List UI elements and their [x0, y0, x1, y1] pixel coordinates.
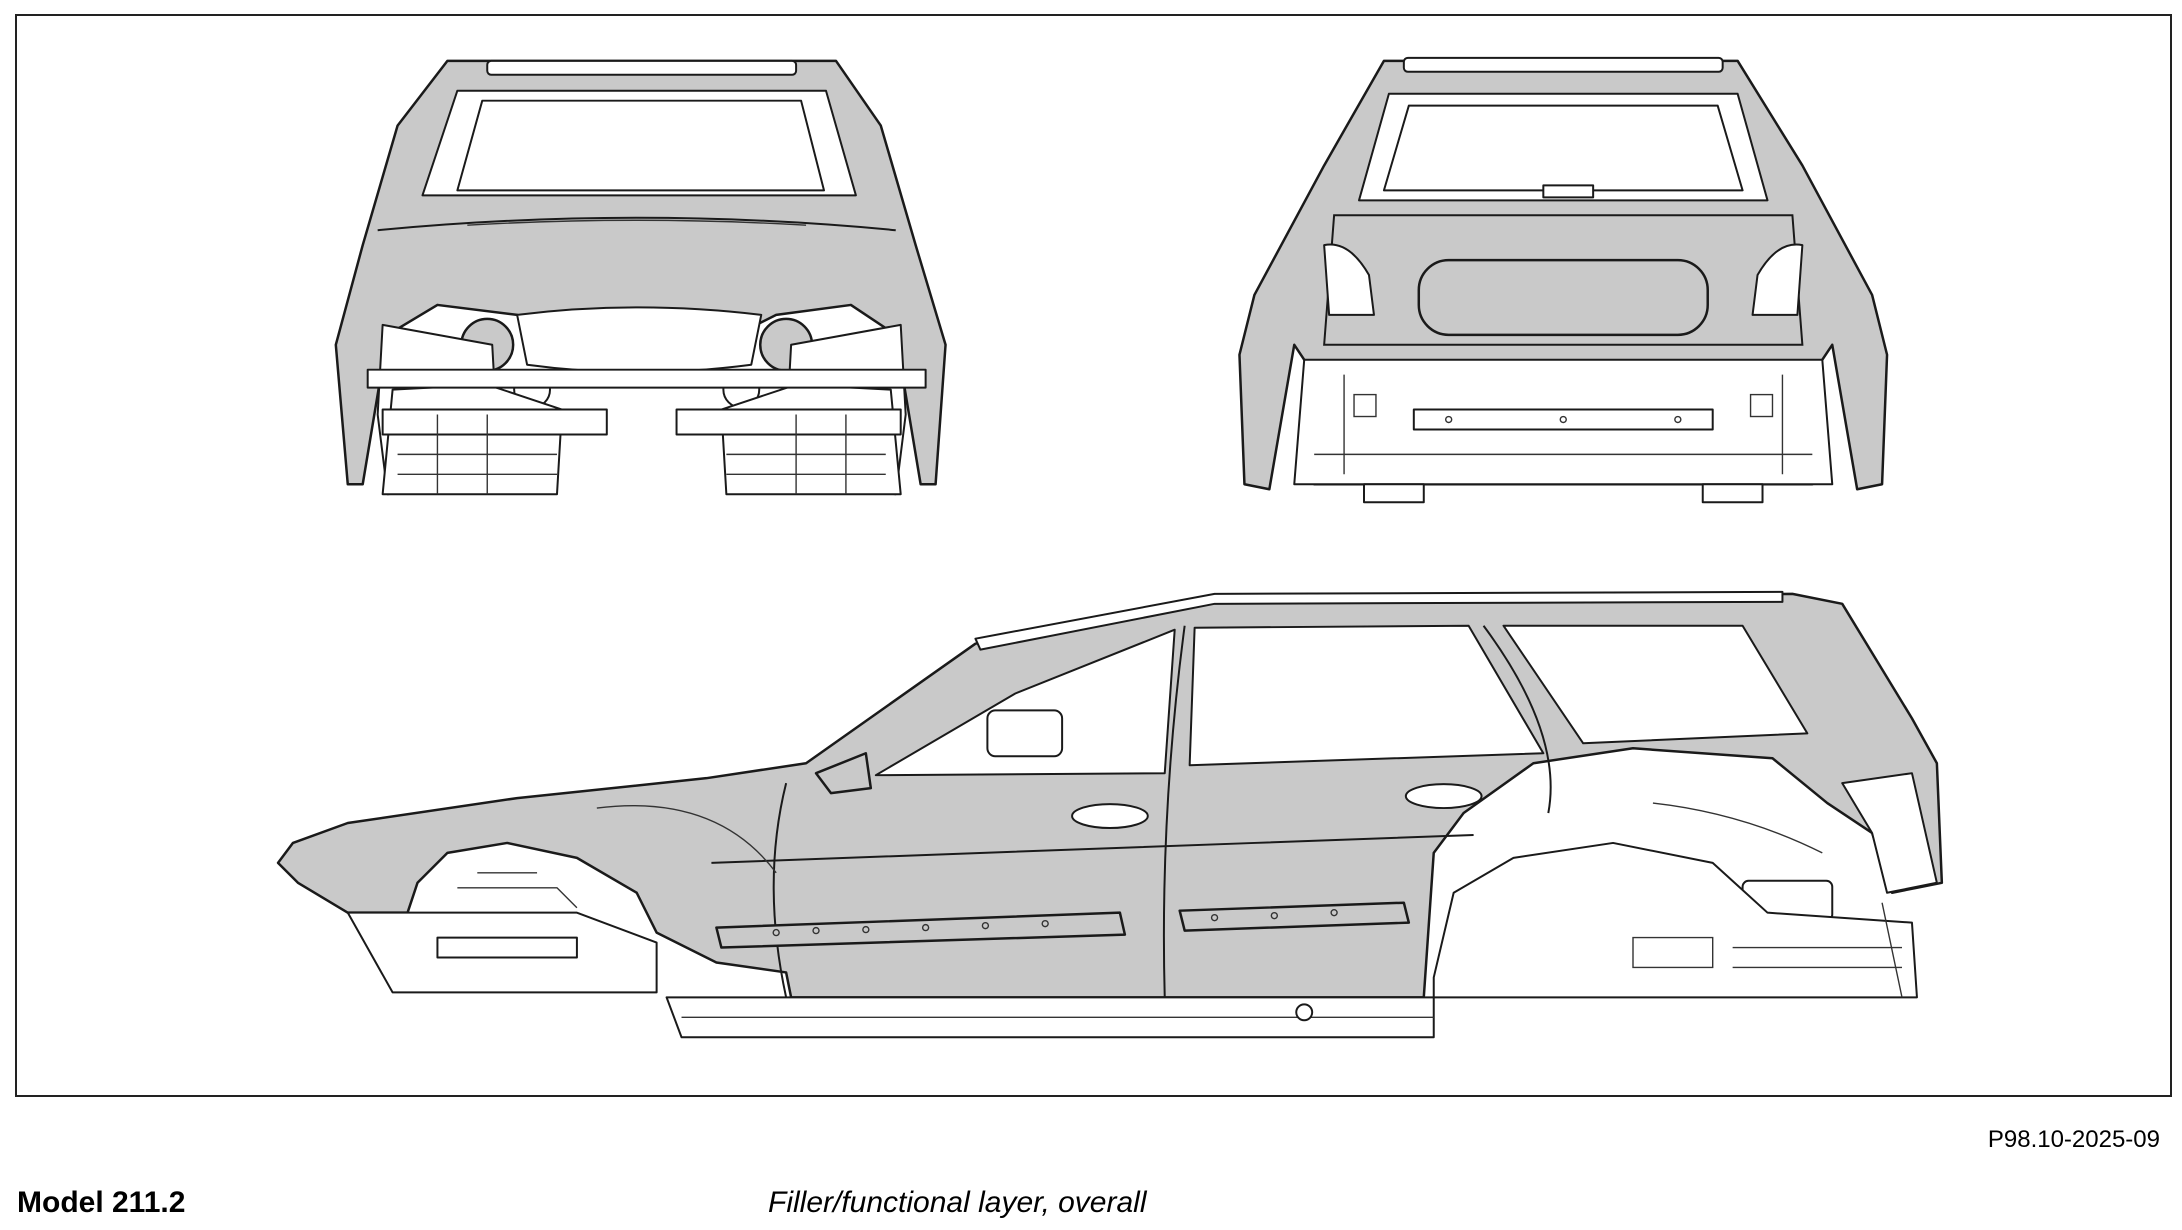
diagram-frame	[15, 14, 2172, 1097]
figure-code: P98.10-2025-09	[1987, 1126, 2160, 1153]
rear-view	[1238, 56, 1889, 504]
front-view	[334, 59, 947, 496]
side-view	[276, 590, 1944, 1039]
figure-caption: Filler/functional layer, overall	[768, 1186, 1147, 1219]
vehicle-body-drawing	[276, 56, 1944, 1039]
model-label: Model 211.2	[17, 1186, 186, 1219]
